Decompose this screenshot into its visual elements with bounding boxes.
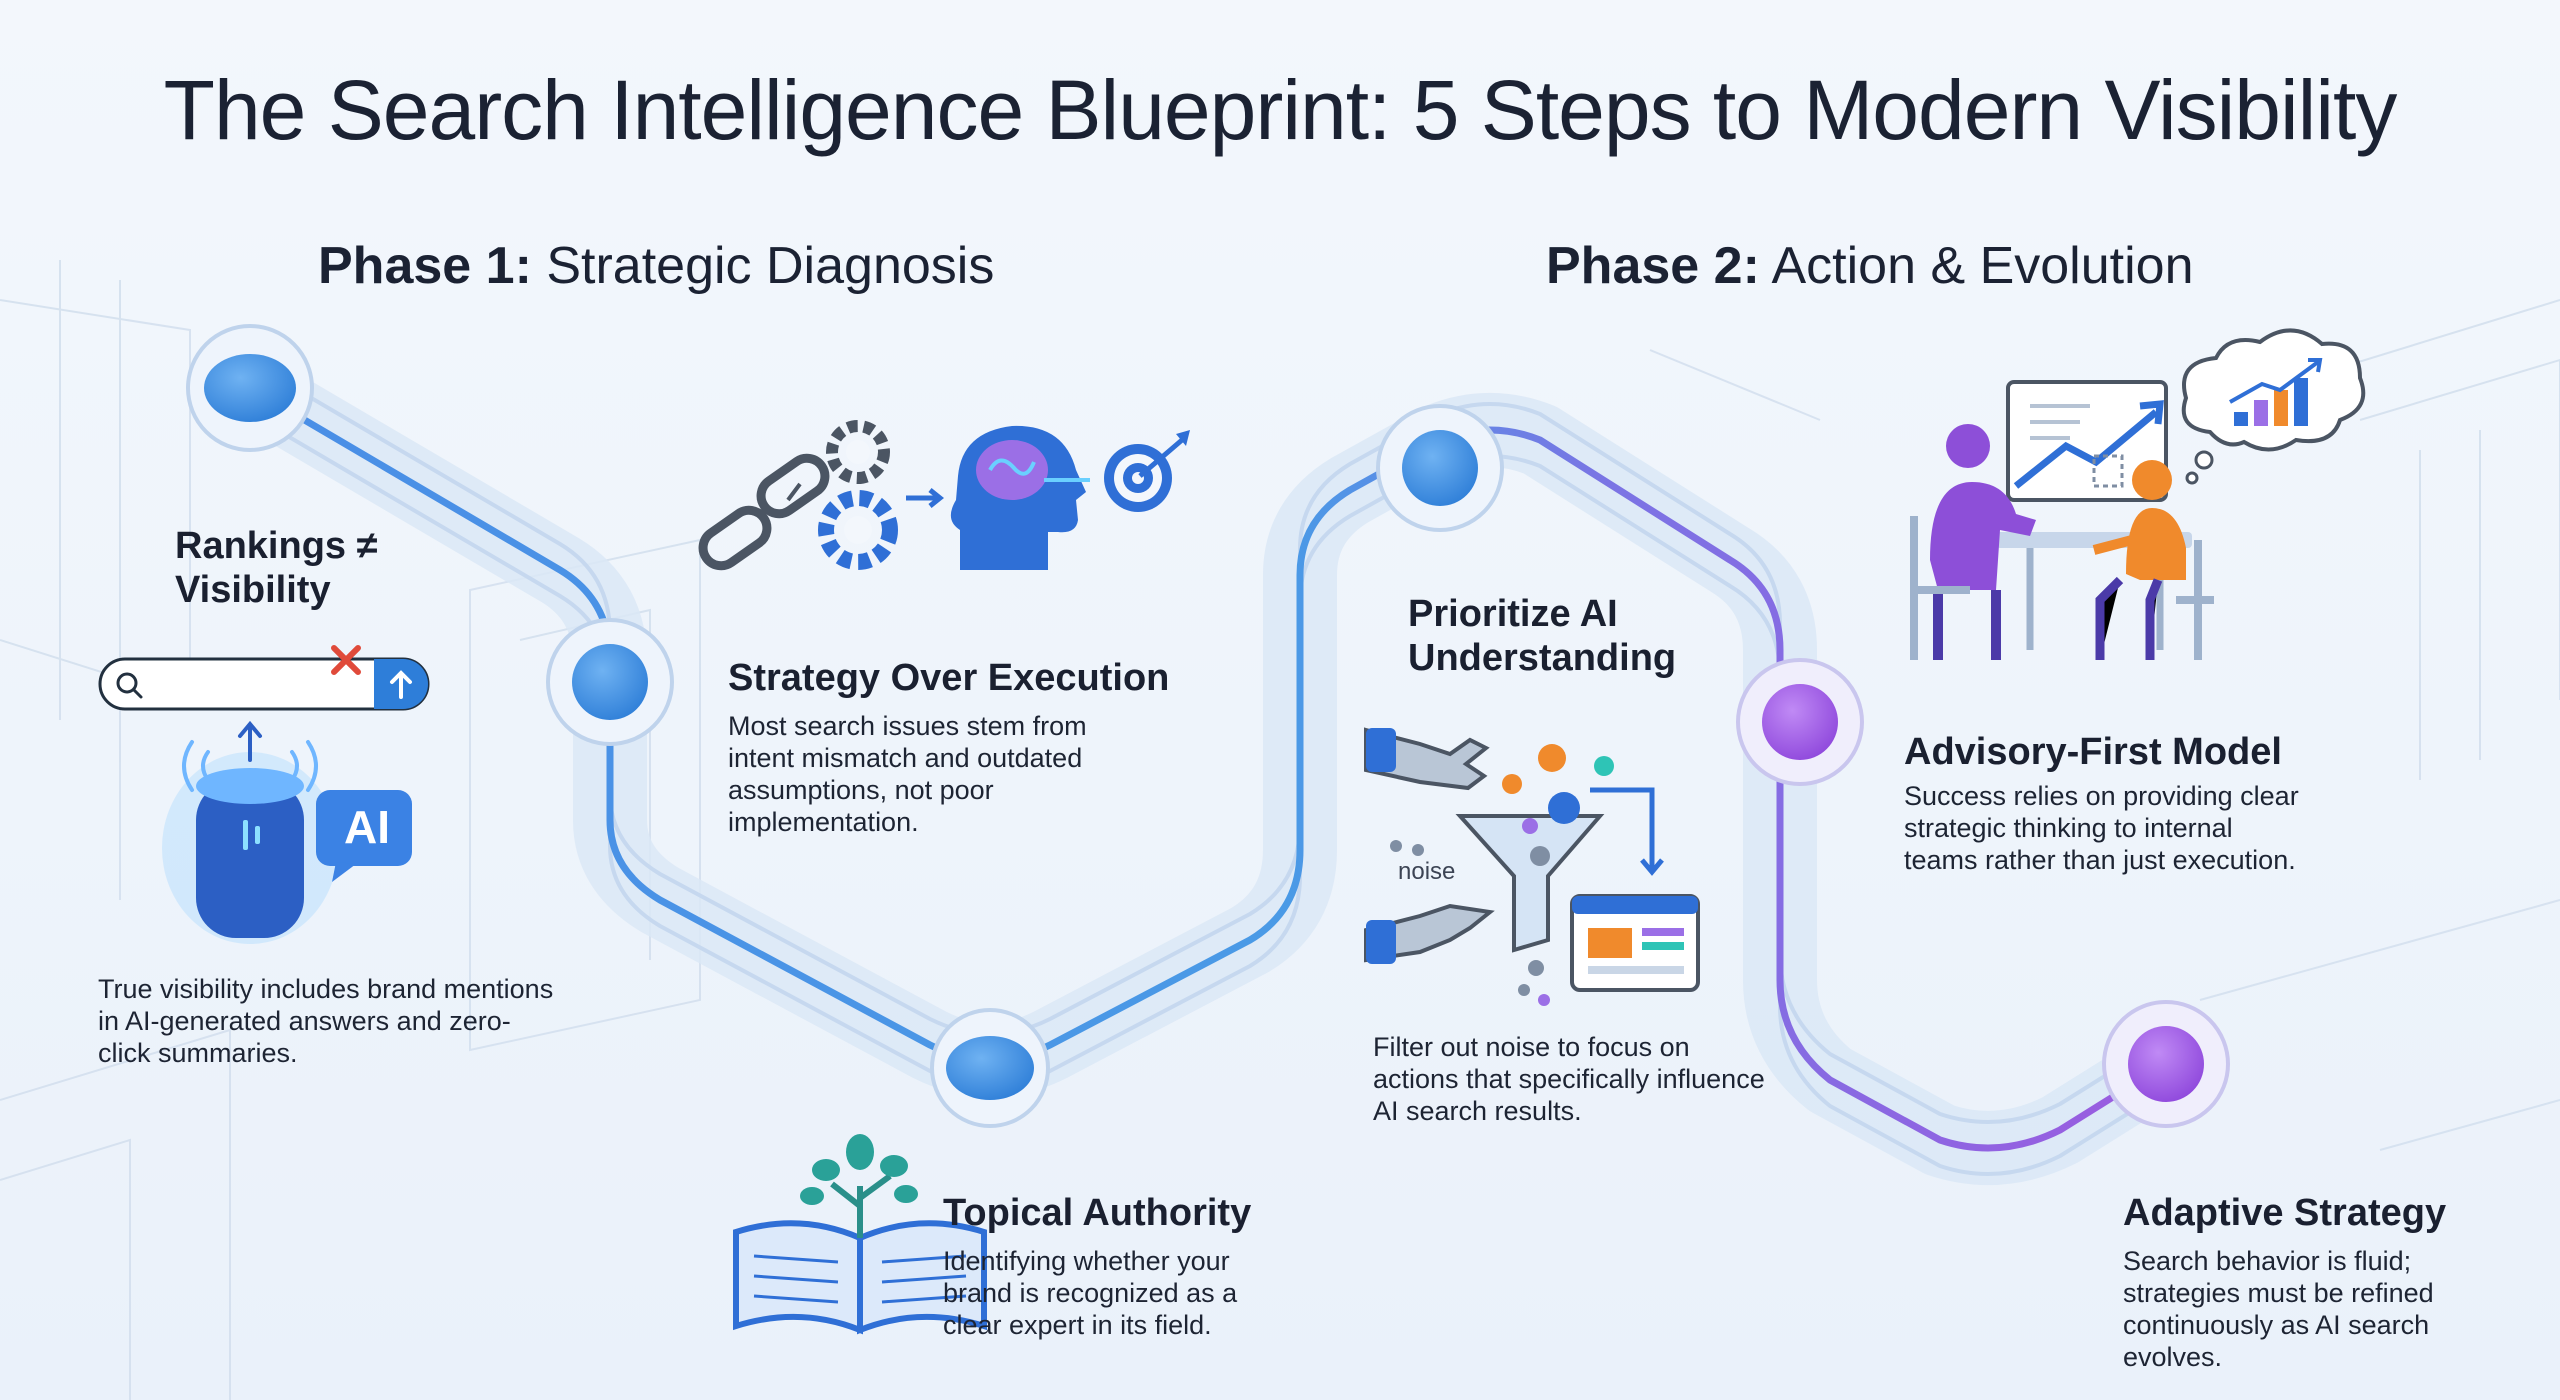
phase-2-label: Phase 2:	[1546, 237, 1760, 295]
step-strategy-title: Strategy Over Execution	[728, 657, 1170, 699]
step-rankings-title: Rankings ≠ Visibility	[175, 525, 378, 611]
step-topical-title: Topical Authority	[943, 1192, 1252, 1234]
step-prioritize-title: Prioritize AI Understanding	[1408, 593, 1677, 679]
step-strategy-description: Most search issues stem from intent mism…	[728, 711, 1087, 837]
phase-1-label: Phase 1:	[318, 237, 532, 295]
node-adaptive	[2102, 1000, 2230, 1128]
step-rankings-description: True visibility includes brand mentions …	[98, 974, 554, 1068]
node-rankings	[186, 324, 314, 452]
node-topical	[930, 1008, 1050, 1128]
phase-2-heading: Phase 2: Action & Evolution	[1546, 236, 2194, 296]
phase-1-heading: Phase 1: Strategic Diagnosis	[318, 236, 994, 296]
step-advisory-title: Advisory-First Model	[1904, 731, 2282, 773]
phase-1-name: Strategic Diagnosis	[546, 237, 995, 295]
ai-badge-label: AI	[344, 801, 390, 853]
node-prioritize	[1376, 404, 1504, 532]
noise-label: noise	[1398, 858, 1456, 885]
phase-2-name: Action & Evolution	[1771, 237, 2194, 295]
path-line	[246, 384, 2144, 1152]
step-adaptive-title: Adaptive Strategy	[2123, 1192, 2447, 1234]
step-adaptive-description: Search behavior is fluid; strategies mus…	[2123, 1246, 2434, 1372]
step-advisory-description: Success relies on providing clear strate…	[1904, 781, 2299, 875]
step-topical-description: Identifying whether your brand is recogn…	[943, 1246, 1238, 1340]
step-prioritize-description: Filter out noise to focus on actions tha…	[1373, 1032, 1765, 1126]
page-title: The Search Intelligence Blueprint: 5 Ste…	[163, 63, 2398, 157]
node-advisory	[1736, 658, 1864, 786]
node-strategy	[546, 618, 674, 746]
